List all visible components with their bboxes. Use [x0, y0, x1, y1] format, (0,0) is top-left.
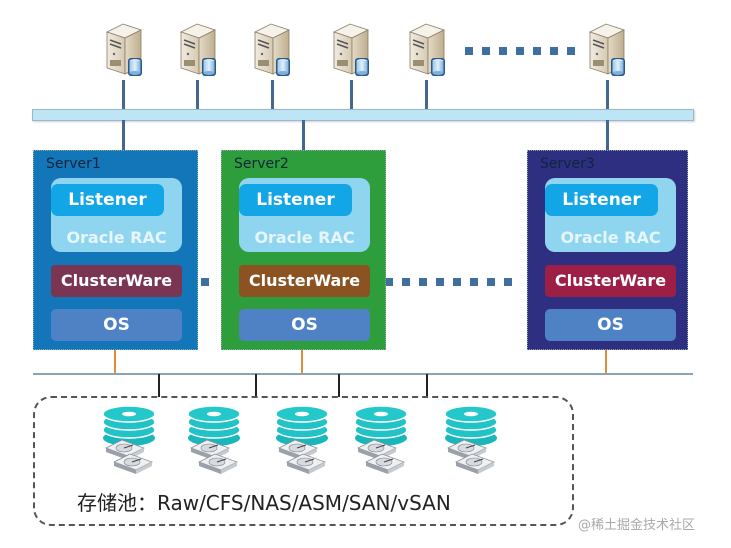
client-link	[350, 80, 353, 110]
listener-block: Listener	[239, 184, 352, 216]
os-block: OS	[545, 309, 676, 341]
server-label: Server3	[540, 156, 595, 172]
clusterware-block: ClusterWare	[239, 265, 370, 297]
os-block: OS	[239, 309, 370, 341]
disk-stack-icon	[442, 404, 504, 480]
listener-block: Listener	[545, 184, 658, 216]
storage-network-bus	[33, 373, 693, 375]
oracle-rac-label: Oracle RAC	[560, 228, 661, 247]
disk-link	[158, 374, 160, 397]
clusterware-block: ClusterWare	[545, 265, 676, 297]
client-server-icon	[101, 20, 147, 80]
disk-stack-icon	[352, 404, 414, 480]
client-server-icon	[175, 20, 221, 80]
interconnect-line	[385, 278, 525, 286]
oracle-rac-block: Listener Oracle RAC	[239, 178, 370, 252]
public-network-bus	[32, 109, 694, 121]
server-link	[302, 120, 305, 150]
client-link	[425, 80, 428, 110]
disk-link	[255, 374, 257, 397]
disk-stack-icon	[185, 404, 247, 480]
client-link	[271, 80, 274, 110]
listener-block: Listener	[51, 184, 164, 216]
dotted-line-icon	[465, 47, 575, 55]
disk-link	[426, 374, 428, 397]
client-link	[122, 80, 125, 110]
oracle-rac-label: Oracle RAC	[66, 228, 167, 247]
disk-stack-icon	[273, 404, 335, 480]
oracle-rac-label: Oracle RAC	[254, 228, 355, 247]
os-block: OS	[51, 309, 182, 341]
server-label: Server2	[234, 156, 289, 172]
server-link	[122, 120, 125, 150]
server-link	[606, 120, 609, 150]
oracle-rac-block: Listener Oracle RAC	[545, 178, 676, 252]
client-server-icon	[404, 20, 450, 80]
clusterware-block: ClusterWare	[51, 265, 182, 297]
oracle-rac-block: Listener Oracle RAC	[51, 178, 182, 252]
storage-pool	[33, 396, 574, 526]
client-server-icon	[328, 20, 374, 80]
server-node-1: Server1 Listener Oracle RAC ClusterWare …	[33, 150, 198, 350]
disk-stack-icon	[100, 404, 162, 480]
watermark: @稀土掘金技术社区	[578, 518, 696, 533]
server-node-3: Server3 Listener Oracle RAC ClusterWare …	[527, 150, 688, 350]
disk-link	[338, 374, 340, 397]
client-link	[606, 80, 609, 110]
storage-pool-label: 存储池：Raw/CFS/NAS/ASM/SAN/vSAN	[77, 491, 451, 515]
client-server-icon	[249, 20, 295, 80]
server-label: Server1	[46, 156, 101, 172]
storage-link	[114, 350, 116, 374]
client-server-icon	[584, 20, 630, 80]
client-link	[196, 80, 199, 110]
storage-link	[301, 350, 303, 374]
storage-link	[605, 350, 607, 374]
server-node-2: Server2 Listener Oracle RAC ClusterWare …	[221, 150, 386, 350]
